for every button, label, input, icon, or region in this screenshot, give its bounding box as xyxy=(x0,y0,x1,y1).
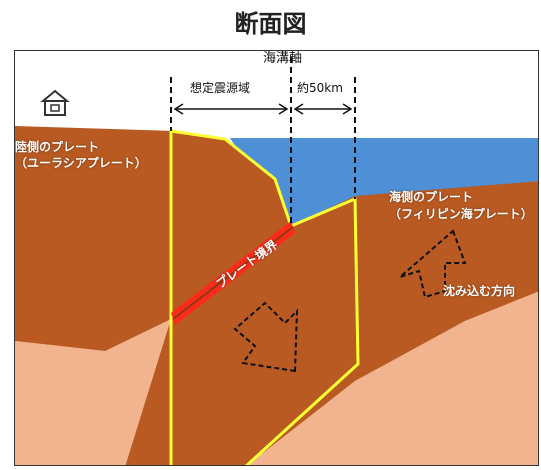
house-icon xyxy=(40,89,70,116)
diagram-title: 断面図 xyxy=(234,10,307,38)
lower-right-mantle xyxy=(247,291,538,465)
source-region-label: 想定震源域 xyxy=(190,81,251,95)
sea-plate-label-line1: 海側のプレート xyxy=(389,190,474,204)
land-plate xyxy=(15,126,291,351)
source-region-span-arrow xyxy=(173,103,289,115)
land-plate-label-line1: 陸側のプレート xyxy=(15,140,100,154)
plate-boundary-line xyxy=(172,226,294,320)
source-region-outline xyxy=(169,129,360,465)
subduction-arrow-icon xyxy=(399,229,467,299)
subduction-direction-label: 沈み込む方向 xyxy=(443,284,516,298)
cross-section-diagram: 海溝軸 想定震源域 約50km 陸側のプレート （ユーラシアプレート） 海側のプ… xyxy=(14,50,539,466)
ocean-region xyxy=(230,138,538,233)
sea-plate-label-line2: （フィリピン海プレート） xyxy=(389,207,533,221)
lower-mantle-lobe xyxy=(15,341,125,465)
cross-section-svg xyxy=(15,51,538,465)
distance-label: 約50km xyxy=(297,81,343,95)
distance-span-arrow xyxy=(293,103,353,115)
trench-axis-label: 海溝軸 xyxy=(263,51,303,66)
oceanic-plate xyxy=(125,181,538,465)
land-plate-label-line2: （ユーラシアプレート） xyxy=(15,156,147,170)
downward-arrow-icon xyxy=(233,301,299,373)
